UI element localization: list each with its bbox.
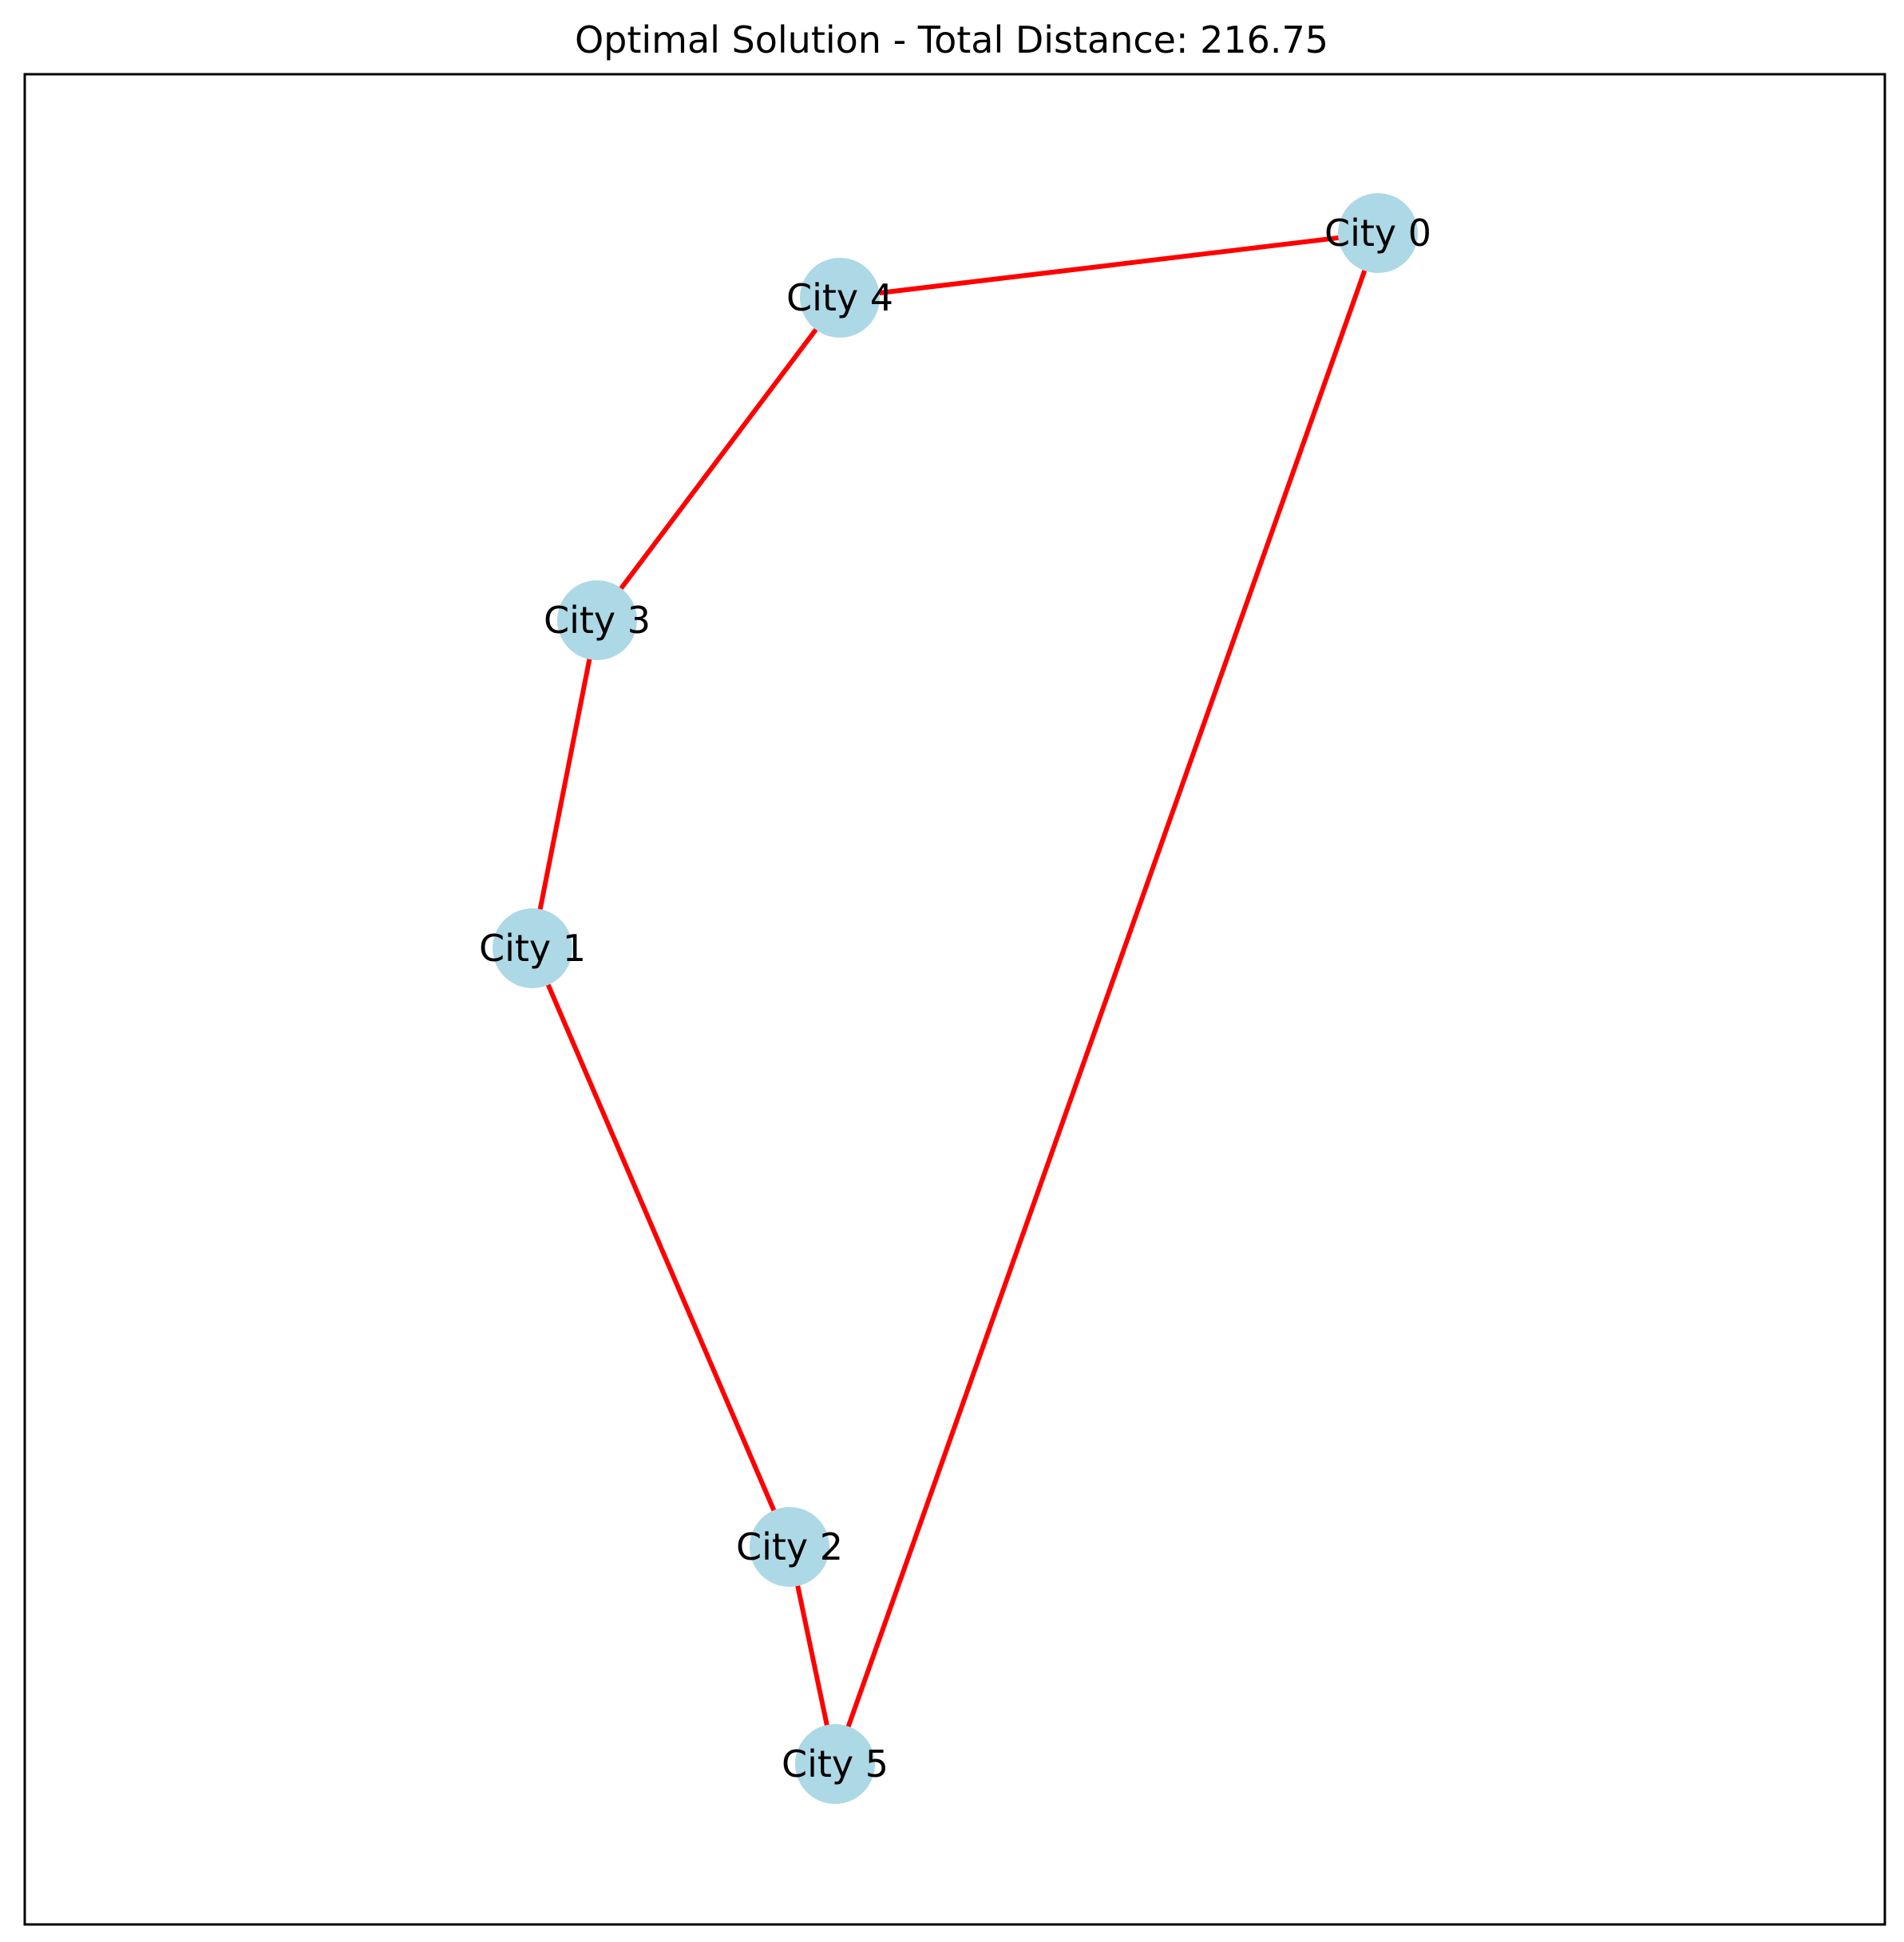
city-node-2 bbox=[750, 1507, 829, 1587]
city-label-1: City 1 bbox=[479, 927, 586, 970]
city-labels: City 0 City 1 City 2 City 3 City 4 City 5 bbox=[479, 212, 1431, 1786]
edge-city-0-to-city-4 bbox=[839, 231, 1379, 300]
city-node-0 bbox=[1338, 193, 1418, 273]
edge-city-3-to-city-1 bbox=[530, 619, 600, 949]
city-node-3 bbox=[557, 580, 637, 660]
edge-city-5-to-city-0 bbox=[833, 231, 1380, 1766]
city-label-4: City 4 bbox=[786, 276, 893, 319]
city-label-2: City 2 bbox=[736, 1525, 843, 1568]
city-node-1 bbox=[493, 908, 572, 988]
city-label-5: City 5 bbox=[782, 1742, 889, 1786]
city-node-4 bbox=[800, 258, 880, 338]
city-nodes bbox=[493, 193, 1418, 1804]
plot-frame bbox=[23, 73, 1886, 1926]
edge-city-4-to-city-3 bbox=[595, 296, 842, 622]
city-label-3: City 3 bbox=[544, 599, 651, 642]
city-node-5 bbox=[795, 1724, 875, 1804]
edge-city-1-to-city-2 bbox=[530, 947, 792, 1548]
city-label-0: City 0 bbox=[1324, 212, 1431, 255]
chart-title: Optimal Solution - Total Distance: 216.7… bbox=[575, 18, 1328, 61]
